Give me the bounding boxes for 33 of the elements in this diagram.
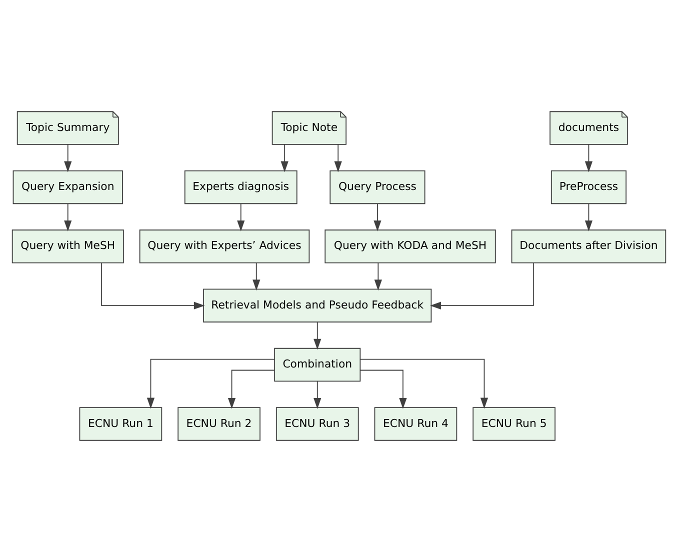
node-box: ECNU Run 2 bbox=[178, 407, 260, 441]
node-box: ECNU Run 3 bbox=[276, 407, 359, 441]
arrow bbox=[584, 144, 593, 172]
arrow bbox=[64, 203, 72, 232]
node-box: Query with Experts’ Advices bbox=[139, 230, 310, 264]
arrow bbox=[314, 380, 322, 409]
arrow bbox=[360, 358, 488, 409]
arrow bbox=[584, 203, 593, 232]
arrow bbox=[252, 262, 260, 291]
node-box: Query with KODA and MeSH bbox=[324, 230, 496, 264]
node-box: Retrieval Models and Pseudo Feedback bbox=[203, 288, 432, 322]
arrow bbox=[146, 358, 275, 409]
arrow bbox=[334, 144, 342, 172]
arrow bbox=[280, 144, 288, 172]
arrow bbox=[101, 262, 205, 310]
node-box: ECNU Run 4 bbox=[374, 407, 458, 441]
arrow bbox=[314, 322, 322, 350]
node-box: Combination bbox=[274, 348, 361, 382]
node-box: Documents after Division bbox=[511, 230, 666, 264]
arrow bbox=[228, 370, 275, 409]
arrow bbox=[360, 370, 407, 409]
arrow bbox=[374, 262, 382, 291]
node-box: Experts diagnosis bbox=[184, 170, 298, 204]
node-box: ECNU Run 5 bbox=[472, 407, 556, 441]
node-box: Query with MeSH bbox=[12, 230, 124, 264]
node-box: Query Process bbox=[330, 170, 426, 204]
node-box: ECNU Run 1 bbox=[79, 407, 162, 441]
arrow bbox=[374, 203, 382, 232]
arrow bbox=[64, 144, 72, 172]
arrow bbox=[237, 203, 245, 232]
arrow bbox=[430, 262, 534, 310]
node-box: Query Expansion bbox=[12, 170, 123, 204]
node-box: PreProcess bbox=[550, 170, 626, 204]
